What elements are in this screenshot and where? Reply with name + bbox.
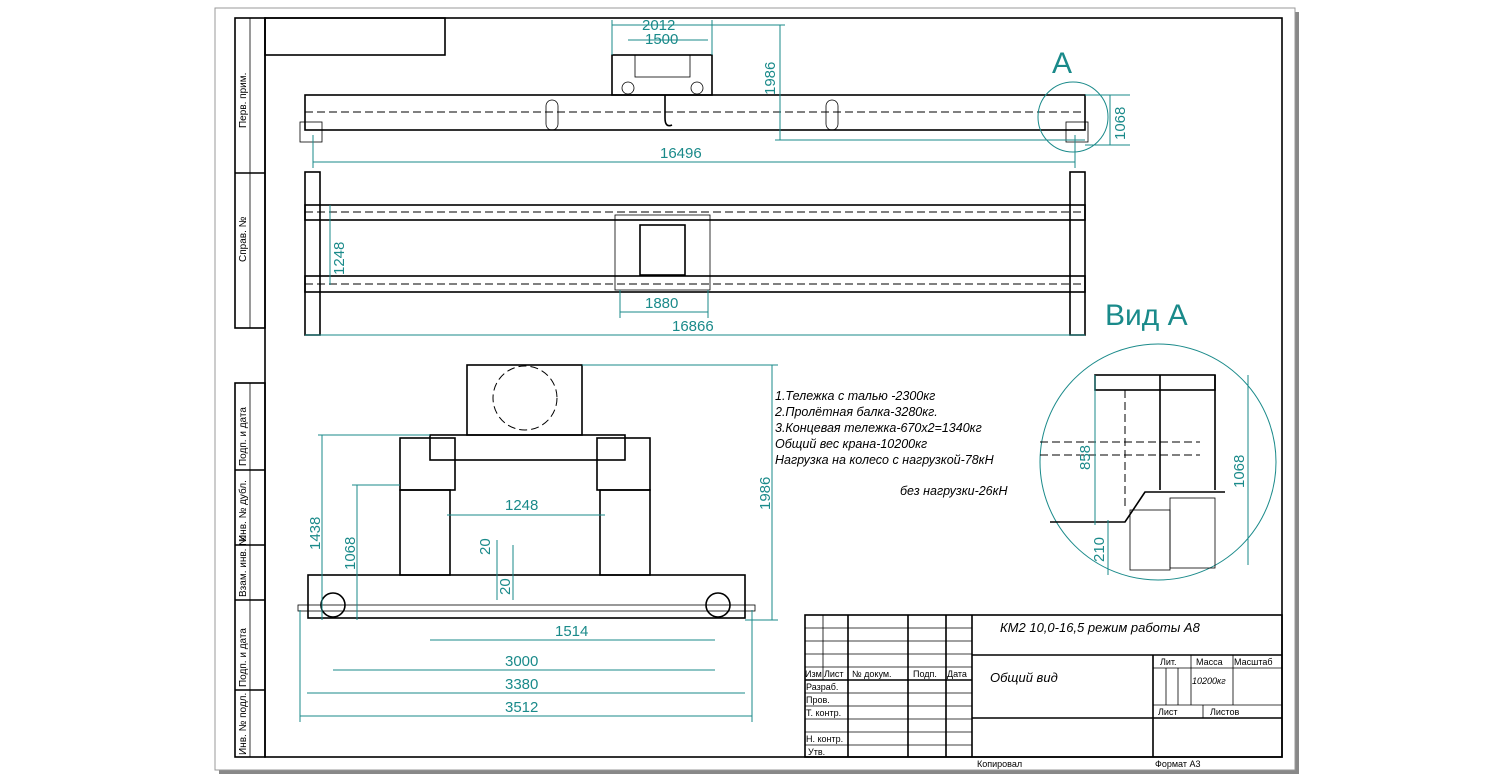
stamp-label: Подп. и дата xyxy=(238,628,249,687)
side-view: 2012 1500 1986 16496 1068 A xyxy=(299,17,1130,168)
dim-20: 20 xyxy=(477,538,494,555)
mass-value: 10200кг xyxy=(1192,676,1226,686)
sheet-label: Лист xyxy=(1158,707,1178,717)
detail-view-title: Вид А xyxy=(1105,299,1188,332)
end-view: 1986 1438 1068 1248 20 20 1514 3000 3380… xyxy=(297,364,778,722)
stamp-label: Инв. № подл. xyxy=(238,693,249,755)
dim-1880: 1880 xyxy=(645,295,678,312)
header-list: Лист xyxy=(824,669,844,679)
dim-210: 210 xyxy=(1091,537,1108,562)
stamp-label: Перв. прим. xyxy=(238,73,249,128)
role-label: Т. контр. xyxy=(806,708,841,718)
header-podp: Подп. xyxy=(913,669,937,679)
role-label: Разраб. xyxy=(806,682,838,692)
dim-1500: 1500 xyxy=(645,31,678,48)
title-block: КМ2 10,0-16,5 режим работы А8 Общий вид … xyxy=(804,614,1283,769)
note-line: без нагрузки-26кН xyxy=(900,484,1009,498)
dim-1068: 1068 xyxy=(1112,107,1129,140)
dim-end-1068: 1068 xyxy=(342,537,359,570)
role-label: Н. контр. xyxy=(806,734,843,744)
dim-16866: 16866 xyxy=(672,318,714,335)
dim-858: 858 xyxy=(1077,445,1094,470)
dim-1438: 1438 xyxy=(307,517,324,550)
note-line: Нагрузка на колесо с нагрузкой-78кН xyxy=(775,453,995,467)
stamp-label: Подп. и дата xyxy=(238,407,249,466)
side-stamps: Перв. прим. Справ. № Подп. и дата Инв. №… xyxy=(234,17,266,758)
notes: 1.Тележка с талью -2300кг 2.Пролётная ба… xyxy=(774,389,1009,498)
drawing-designation: КМ2 10,0-16,5 режим работы А8 xyxy=(1000,620,1201,635)
dim-2012: 2012 xyxy=(642,17,675,34)
dim-1248: 1248 xyxy=(331,242,348,275)
plan-view: 1248 1880 16866 Вид А xyxy=(304,171,1188,336)
role-label: Пров. xyxy=(806,695,830,705)
note-line: 3.Концевая тележка-670х2=1340кг xyxy=(775,421,982,435)
dim-16496: 16496 xyxy=(660,145,702,162)
format-label: Формат А3 xyxy=(1155,759,1200,769)
header-izm: Изм xyxy=(805,669,822,679)
end-carriage xyxy=(307,574,746,619)
drawing-name: Общий вид xyxy=(990,670,1058,685)
note-line: 1.Тележка с талью -2300кг xyxy=(775,389,935,403)
mass-label: Масса xyxy=(1196,657,1223,667)
dim-end-1986: 1986 xyxy=(757,477,774,510)
dim-detail-1068: 1068 xyxy=(1231,455,1248,488)
role-label: Утв. xyxy=(808,747,825,757)
hook-icon xyxy=(664,95,673,127)
copied-label: Копировал xyxy=(977,759,1022,769)
sheets-label: Листов xyxy=(1210,707,1239,717)
trolley-plan xyxy=(614,214,711,291)
sheet xyxy=(214,7,1296,771)
stamp-label: Взам. инв. № xyxy=(238,535,249,597)
header-data: Дата xyxy=(947,669,967,679)
dim-3380: 3380 xyxy=(505,676,538,693)
dim-1986: 1986 xyxy=(762,62,779,95)
callout-label: A xyxy=(1052,47,1072,80)
note-line: 2.Пролётная балка-3280кг. xyxy=(774,405,938,419)
detail-view-a: 858 1068 210 xyxy=(1039,343,1277,581)
header-doc: № докум. xyxy=(852,669,892,679)
lit-label: Лит. xyxy=(1160,657,1177,667)
dim-1514: 1514 xyxy=(555,623,588,640)
dim-end-1248: 1248 xyxy=(505,497,538,514)
note-line: Общий вес крана-10200кг xyxy=(775,437,927,451)
detail-callout-circle xyxy=(1037,81,1109,153)
dim-3000: 3000 xyxy=(505,653,538,670)
stamp-label: Справ. № xyxy=(238,216,249,262)
stamp-label: Инв. № дубл. xyxy=(237,480,249,542)
dim-3512: 3512 xyxy=(505,699,538,716)
scale-label: Масштаб xyxy=(1234,657,1273,667)
dim-20: 20 xyxy=(497,578,514,595)
